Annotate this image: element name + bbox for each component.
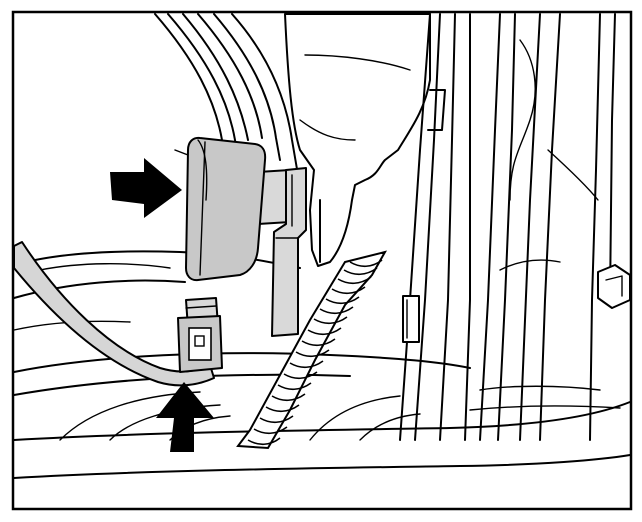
sensor-bracket [257,167,307,337]
strut-housing [284,13,431,267]
wiring-conduit [236,250,388,450]
frame-rails [399,13,631,441]
sensor-body [185,136,267,282]
wiring-connector [177,297,223,373]
arrow-up-icon [156,382,214,452]
arrow-right-icon [110,158,182,218]
